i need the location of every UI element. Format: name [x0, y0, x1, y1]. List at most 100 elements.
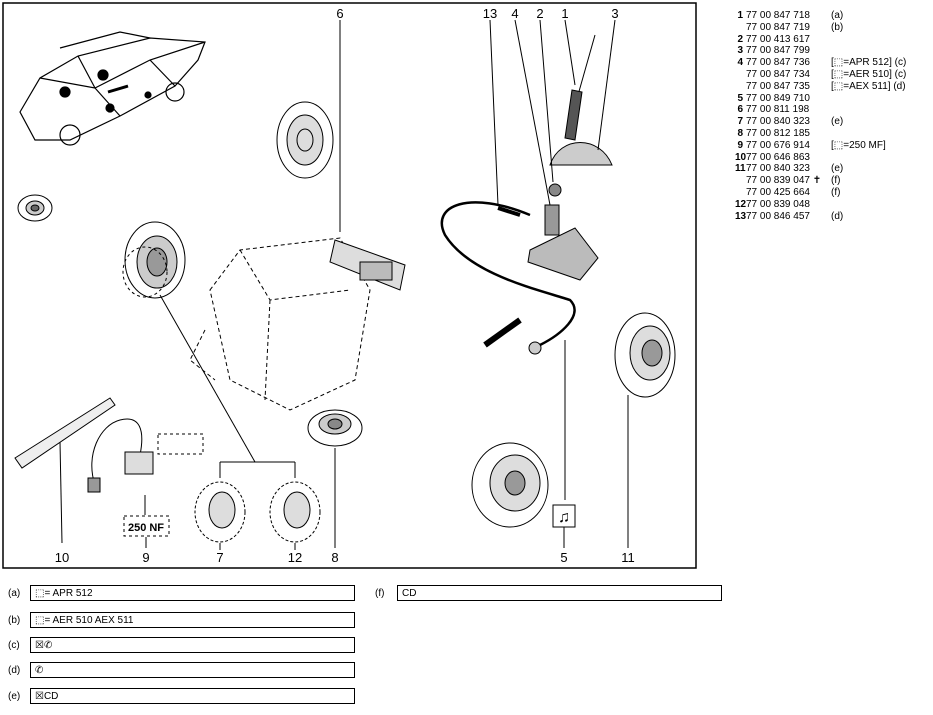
note-icon: ♫: [558, 509, 570, 526]
legend-box: ⬚= AER 510 AEX 511: [30, 612, 355, 628]
legend-box: ⬚= APR 512: [30, 585, 355, 601]
part-index: 2: [737, 33, 743, 45]
part-index: 7: [737, 116, 743, 128]
legend-row-e: (e) ☒CD: [8, 688, 355, 704]
part-index: [735, 175, 746, 187]
legend-row-d: (d) ✆: [8, 662, 355, 678]
callout-9: 9: [142, 550, 149, 565]
part-number: 77 00 839 048: [746, 198, 810, 210]
legend-key: (f): [375, 587, 385, 599]
parts-row: 77 00 839 047 ✝(f): [735, 175, 930, 187]
callout-7: 7: [216, 550, 223, 565]
part-number: 77 00 811 198: [746, 104, 810, 116]
legend-key: (b): [8, 614, 21, 626]
part-number: 77 00 676 914: [746, 139, 810, 151]
part-index: 10: [735, 151, 747, 163]
part-number: 77 00 847 719: [746, 21, 810, 33]
part-number: 77 00 846 457: [746, 210, 810, 222]
parts-row: 77 00 847 719(b): [735, 22, 930, 34]
car-illustration: [19, 31, 206, 146]
part-index: [735, 187, 746, 199]
callout-4: 4: [511, 6, 518, 21]
legend-box: ✆: [30, 662, 355, 678]
callout-8: 8: [331, 550, 338, 565]
legend-row-c: (c) ☒✆: [8, 637, 355, 653]
antenna-illustration: ♫: [440, 19, 616, 548]
part-index: 4: [737, 57, 743, 69]
parts-row: 77 00 425 664 (f): [735, 187, 930, 199]
legend-key: (c): [8, 639, 20, 651]
part-index: [735, 69, 746, 81]
right-speaker-illustration: [614, 312, 676, 548]
part-number: 77 00 840 323: [746, 116, 810, 128]
legend-key: (d): [8, 664, 21, 676]
radio-illustration: [329, 20, 406, 291]
part-note: (d): [831, 210, 844, 222]
rear-speaker-illustration: [122, 221, 256, 463]
part-note: (a): [831, 10, 844, 21]
callout-1: 1: [561, 6, 568, 21]
callout-13: 13: [483, 6, 497, 21]
callout-11: 11: [621, 550, 635, 565]
part-number: 77 00 646 863: [746, 151, 810, 163]
part-note: [⬚=AEX 511] (d): [831, 80, 906, 92]
part-index: 9: [737, 139, 743, 151]
part-index: 1: [737, 10, 743, 21]
callout-12: 12: [288, 550, 302, 565]
door-speaker-illustration: [276, 101, 334, 179]
diagram-frame: [2, 2, 697, 569]
part-number: 77 00 839 047 ✝: [746, 175, 822, 187]
speaker-pair-illustration: [194, 461, 321, 550]
part-note: (e): [831, 163, 844, 175]
callout-2: 2: [536, 6, 543, 21]
tag-250nf: 250 NF: [128, 522, 164, 534]
legend-box: ☒CD: [30, 688, 355, 704]
part-index: 3: [737, 45, 743, 57]
bracket-illustration: [14, 397, 116, 544]
part-index: 6: [737, 104, 743, 116]
parts-row: 77 00 847 735 [⬚=AEX 511] (d): [735, 81, 930, 93]
part-number: 77 00 847 734: [746, 68, 810, 80]
part-number: 77 00 847 736: [746, 57, 810, 69]
part-number: 77 00 425 664: [746, 186, 810, 198]
part-number: 77 00 413 617: [746, 33, 810, 45]
part-note: [⬚=250 MF]: [831, 139, 886, 151]
part-index: 13: [735, 210, 747, 222]
part-number: 77 00 847 799: [746, 45, 810, 57]
part-number: 77 00 847 718: [746, 10, 810, 21]
large-speaker-illustration: [471, 442, 549, 528]
part-index: 11: [735, 163, 746, 175]
legend-row-a: (a) ⬚= APR 512: [8, 585, 355, 601]
legend-row-f: (f) CD: [375, 585, 722, 601]
parts-row: 77 00 847 734[⬚=AER 510] (c): [735, 69, 930, 81]
part-note: (f): [831, 186, 841, 198]
part-index: 5: [737, 92, 743, 104]
legend-row-b: (b) ⬚= AER 510 AEX 511: [8, 612, 355, 628]
tweeter-illustration: [17, 194, 53, 222]
legend-key: (e): [8, 690, 21, 702]
legend-box: ☒✆: [30, 637, 355, 653]
part-number: 77 00 847 735: [746, 80, 810, 92]
part-note: (e): [831, 116, 844, 128]
callout-10: 10: [55, 550, 69, 565]
part-index: [735, 81, 746, 93]
part-note: [⬚=APR 512] (c): [831, 57, 907, 69]
small-speaker-illustration: [307, 409, 363, 548]
legend-key: (a): [8, 587, 21, 599]
part-number: 77 00 849 710: [746, 92, 810, 104]
part-number: 77 00 812 185: [746, 127, 810, 139]
